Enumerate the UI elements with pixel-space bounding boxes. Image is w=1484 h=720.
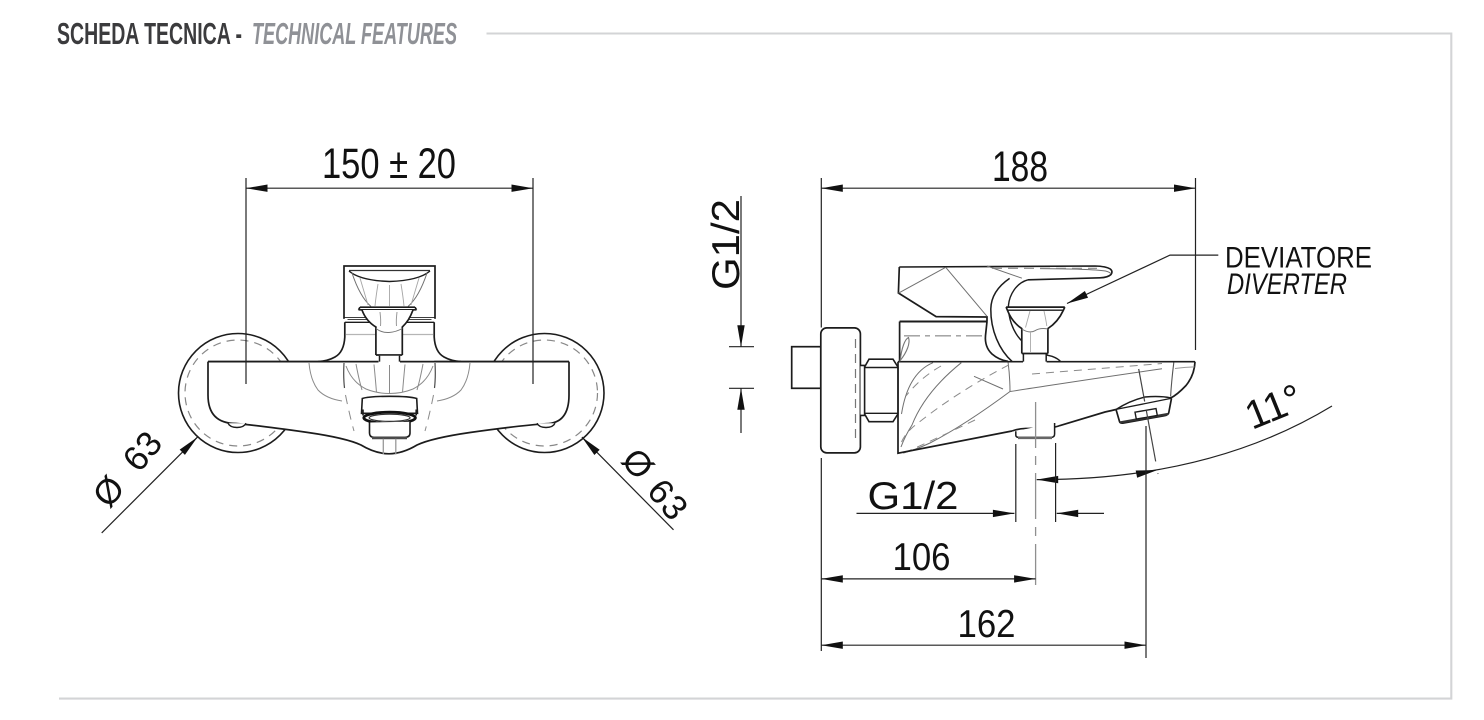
svg-text:106: 106 [893, 536, 951, 579]
svg-text:G1/2: G1/2 [868, 475, 959, 518]
svg-text:G1/2: G1/2 [705, 199, 748, 290]
svg-text:DEVIATORE: DEVIATORE [1225, 242, 1372, 275]
svg-text:DIVERTER: DIVERTER [1227, 268, 1347, 301]
svg-text:TECHNICAL FEATURES: TECHNICAL FEATURES [252, 16, 457, 51]
svg-text:SCHEDA TECNICA -: SCHEDA TECNICA - [57, 16, 242, 51]
svg-text:150 ± 20: 150 ± 20 [322, 140, 456, 188]
svg-text:188: 188 [992, 143, 1048, 191]
svg-text:162: 162 [958, 603, 1016, 646]
